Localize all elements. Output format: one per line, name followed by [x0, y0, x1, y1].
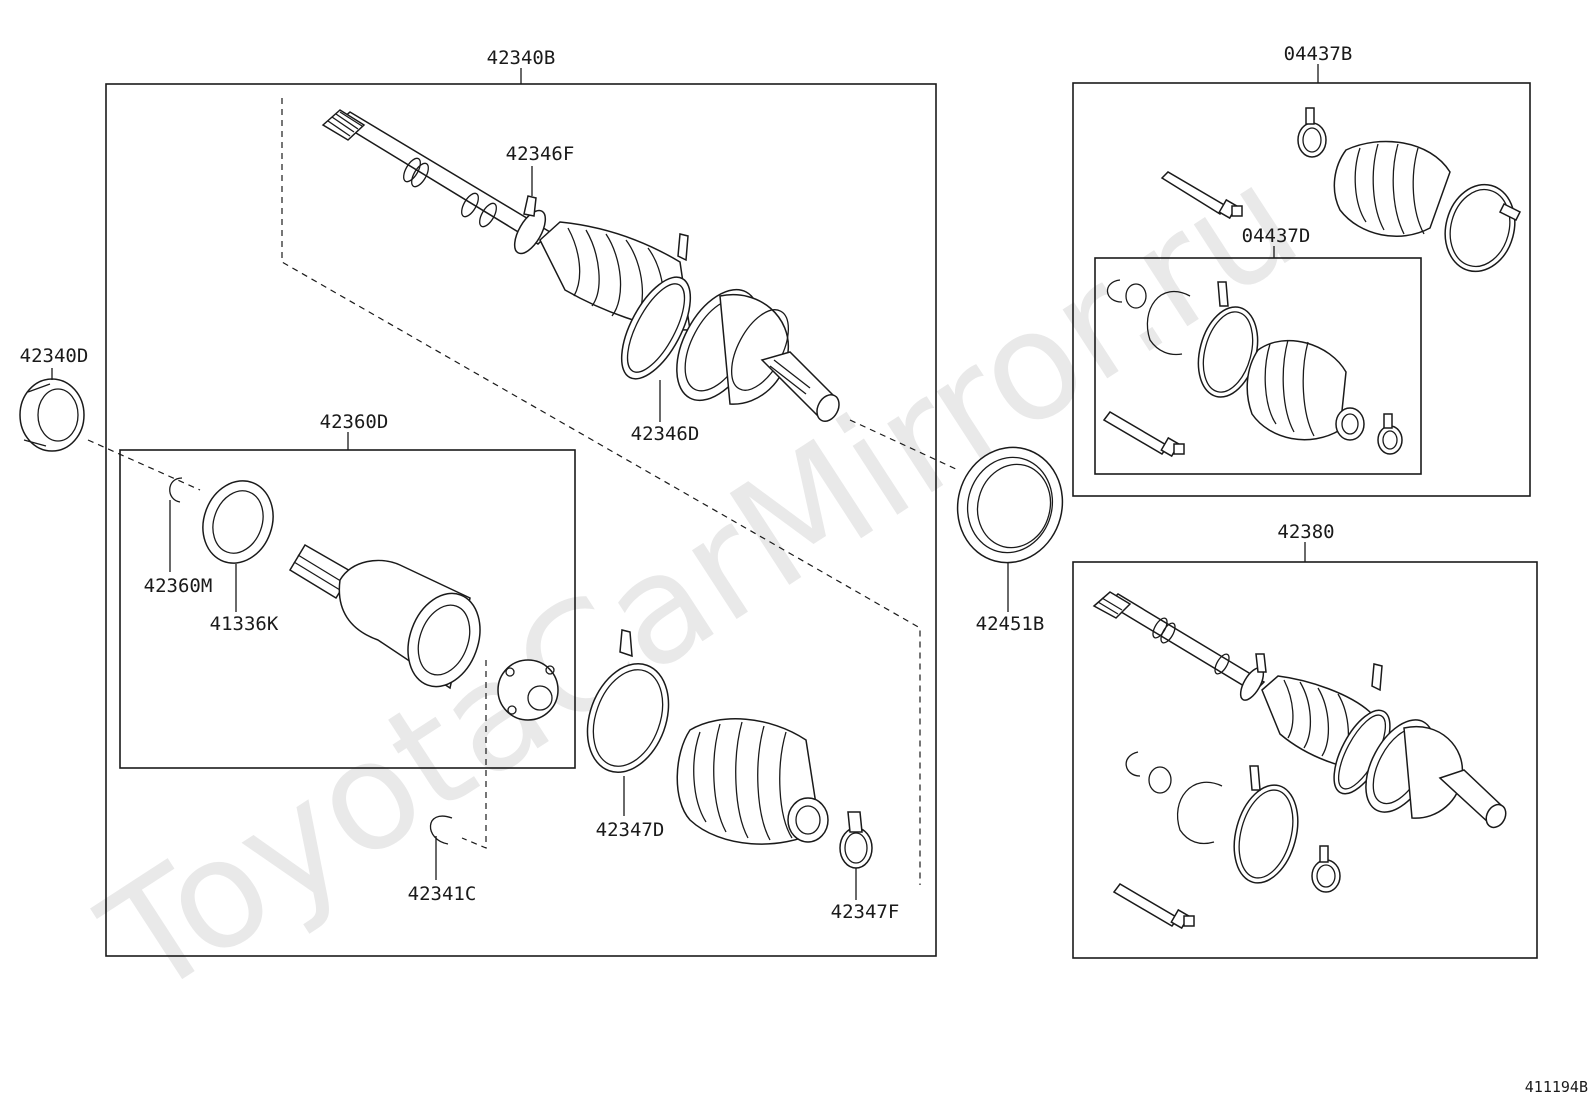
label-42360M: 42360M: [144, 575, 213, 597]
bearing-42340D: [19, 378, 85, 452]
label-alt-assembly: 42380: [1277, 521, 1334, 543]
label-main-assembly: 42340B: [487, 47, 556, 69]
driveshaft-assembly: [321, 109, 840, 422]
inner-joint-parts: [169, 477, 559, 845]
label-42451B: 42451B: [976, 613, 1045, 635]
label-42347F: 42347F: [831, 901, 900, 923]
boot-kit-outer-frame: [1072, 82, 1531, 497]
boot-kit-inner-parts: [1102, 279, 1403, 458]
inner-boot-parts: [586, 629, 873, 869]
alt-assembly-parts: [1092, 591, 1507, 930]
figure-number: 411194B: [1525, 1078, 1588, 1096]
label-41336K: 41336K: [210, 613, 279, 635]
label-inner-joint: 42360D: [320, 411, 389, 433]
label-42340D: 42340D: [20, 345, 89, 367]
label-42346F: 42346F: [506, 143, 575, 165]
label-42346D: 42346D: [631, 423, 700, 445]
seal-42451B: [956, 446, 1064, 564]
boot-kit-outer-parts: [1160, 107, 1522, 273]
label-42341C: 42341C: [408, 883, 477, 905]
label-boot-kit-outer: 04437B: [1284, 43, 1353, 65]
boot-kit-inner-frame: [1094, 257, 1422, 475]
label-42347D: 42347D: [596, 819, 665, 841]
label-boot-kit-inner: 04437D: [1242, 225, 1311, 247]
